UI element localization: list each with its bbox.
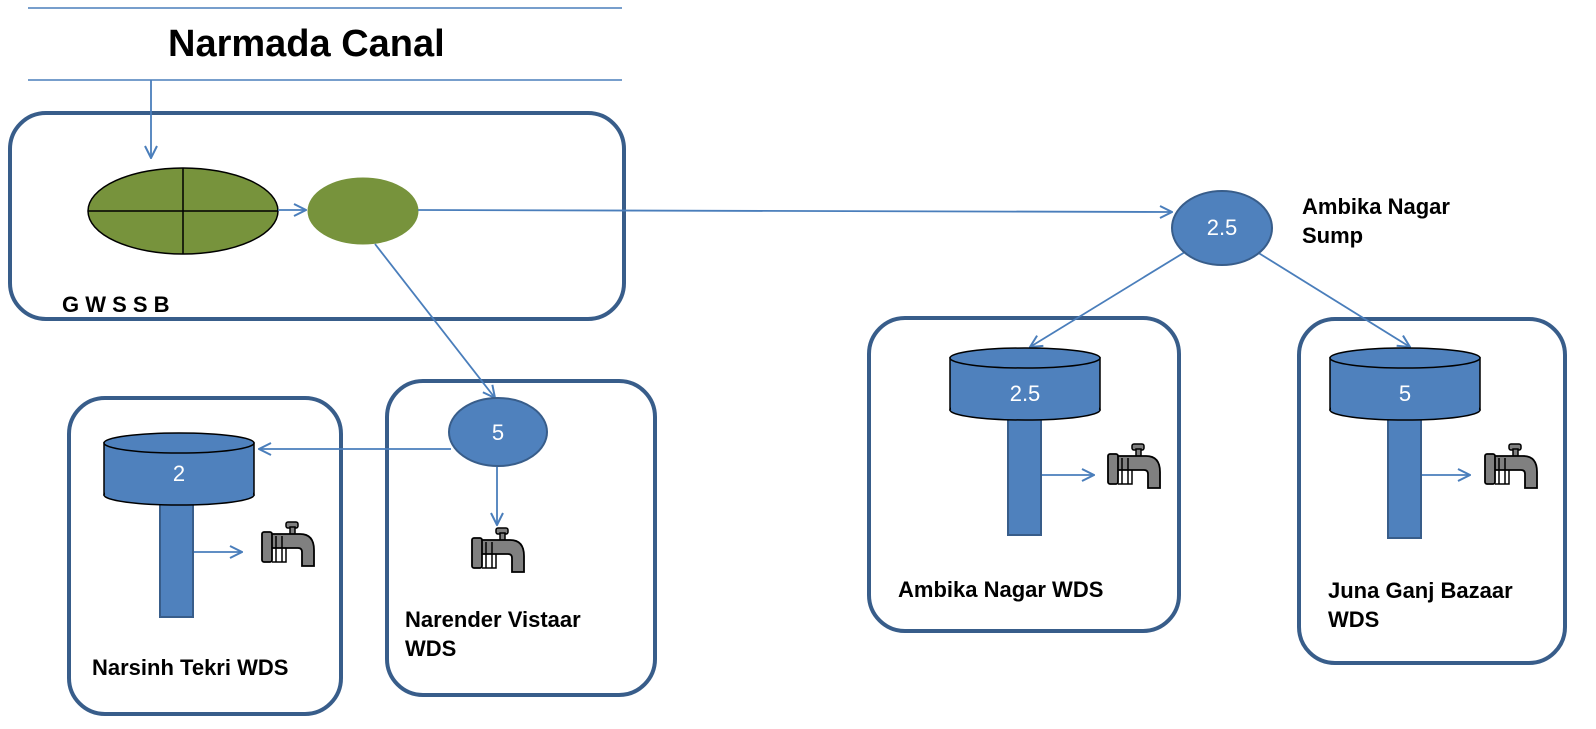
- ambika-tank: [949, 347, 1101, 536]
- sump-circle: [1171, 190, 1273, 266]
- canal-title: Narmada Canal: [168, 23, 445, 65]
- juna-box: [1297, 317, 1567, 665]
- ambika-wds-label: Ambika Nagar WDS: [898, 577, 1104, 602]
- sump-to-ambika-arrow: [1030, 251, 1186, 347]
- narender-box: [385, 379, 657, 697]
- reservoir-to-narender-arrow: [374, 243, 495, 398]
- sump-to-juna-arrow: [1256, 251, 1410, 347]
- narsinh-tank-value: 2: [172, 461, 186, 486]
- reservoir-ellipse: [307, 177, 419, 245]
- narsinh-box: [67, 396, 343, 716]
- ambika-tap-icon: [1107, 443, 1161, 489]
- juna-tap-icon: [1484, 443, 1538, 489]
- sump-label: Ambika Nagar Sump: [1302, 194, 1450, 248]
- narender-value: 5: [491, 420, 505, 445]
- narender-sump-circle: [448, 397, 548, 467]
- ambika-wds-box: [867, 316, 1181, 633]
- juna-tank-value: 5: [1398, 381, 1412, 406]
- narsinh-tap-icon: [261, 521, 315, 567]
- narender-tap-icon: [471, 527, 525, 573]
- narsinh-label: Narsinh Tekri WDS: [92, 655, 289, 680]
- gwssb-box: [8, 111, 626, 321]
- juna-tank: [1329, 347, 1481, 539]
- reservoir-to-sump-arrow: [417, 210, 1172, 212]
- narsinh-tank: [103, 432, 255, 618]
- ambika-tank-value: 2.5: [1009, 381, 1041, 406]
- sump-value: 2.5: [1206, 215, 1238, 240]
- narender-label: Narender Vistaar WDS: [405, 607, 581, 661]
- gwssb-label: G W S S B: [62, 292, 170, 317]
- juna-label: Juna Ganj Bazaar WDS: [1328, 578, 1513, 632]
